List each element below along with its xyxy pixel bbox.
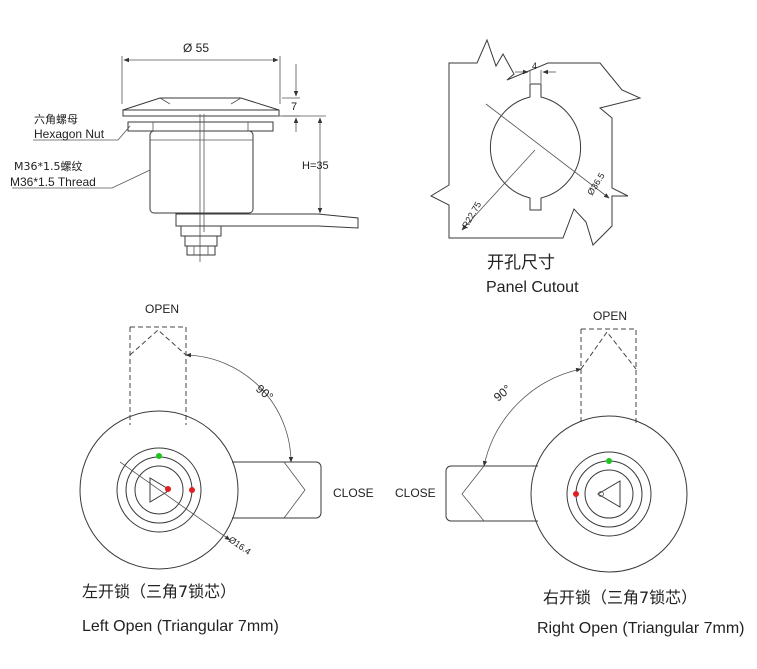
right-open-label: OPEN xyxy=(593,309,627,323)
left-caption-cn: 左开锁（三角7锁芯） xyxy=(82,582,236,601)
right-caption-en: Right Open (Triangular 7mm) xyxy=(537,620,744,637)
left-open-label: OPEN xyxy=(145,302,179,316)
unlock-indicator xyxy=(156,453,162,459)
hexagon-nut-label-en: Hexagon Nut xyxy=(34,127,105,141)
lock-indicator xyxy=(189,487,195,493)
right-caption-cn: 右开锁（三角7锁芯） xyxy=(543,588,697,607)
cam-open-position xyxy=(129,326,187,425)
hexagon-nut xyxy=(127,121,274,132)
lock-face xyxy=(530,415,688,573)
rotation-arc xyxy=(482,367,582,467)
diameter-line xyxy=(485,103,610,199)
right-open-view: OPEN 90° CLOSE 右开锁（三角7锁芯） Right Open (Tr… xyxy=(395,309,744,637)
lock-indicator xyxy=(573,491,579,497)
thread-label-cn: M36*1.5螺纹 xyxy=(14,159,82,173)
cutout-diameter-label: Ø36.5 xyxy=(585,171,606,197)
panel-outline xyxy=(429,38,642,246)
lock-face xyxy=(79,410,239,570)
thread-label-en: M36*1.5 Thread xyxy=(10,175,96,189)
head-height-label: 7 xyxy=(291,101,297,113)
panel-cutout: 4 R22.75 Ø36.5 开孔尺寸 Panel Cutout xyxy=(429,38,642,296)
cam-plate xyxy=(175,213,359,229)
lock-head xyxy=(122,97,280,111)
cutout-hole xyxy=(489,83,582,211)
side-view: Ø 55 7 H=35 六角螺母 Hex xyxy=(10,41,359,262)
triangular-keyhole xyxy=(149,477,171,503)
cam-close-position xyxy=(445,465,538,522)
hexagon-nut-label-cn: 六角螺母 xyxy=(34,113,78,126)
right-angle-label: 90° xyxy=(491,382,514,405)
cutout-title-cn: 开孔尺寸 xyxy=(487,253,555,273)
unlock-indicator xyxy=(606,458,612,464)
triangular-keyhole xyxy=(597,480,621,508)
left-open-view: OPEN 90° CLOSE Ø16.4 左开锁（三角7锁芯） Left Ope… xyxy=(79,302,374,635)
body-height-label: H=35 xyxy=(302,160,329,172)
cam-close-position xyxy=(232,461,322,519)
diameter-label: Ø 55 xyxy=(183,41,209,55)
rotation-arc xyxy=(185,352,294,463)
right-close-label: CLOSE xyxy=(395,486,436,500)
left-angle-label: 90° xyxy=(253,382,276,405)
radius-line xyxy=(461,149,536,231)
left-close-label: CLOSE xyxy=(333,486,374,500)
core-diameter-line xyxy=(119,461,231,541)
left-caption-en: Left Open (Triangular 7mm) xyxy=(82,618,279,635)
cam-open-position xyxy=(580,328,637,425)
cutout-title-en: Panel Cutout xyxy=(486,279,579,296)
radius-label: R22.75 xyxy=(460,200,483,230)
key-width-label: 4 xyxy=(532,61,537,71)
core-diameter-label: Ø16.4 xyxy=(227,534,253,556)
lock-body xyxy=(149,130,254,214)
